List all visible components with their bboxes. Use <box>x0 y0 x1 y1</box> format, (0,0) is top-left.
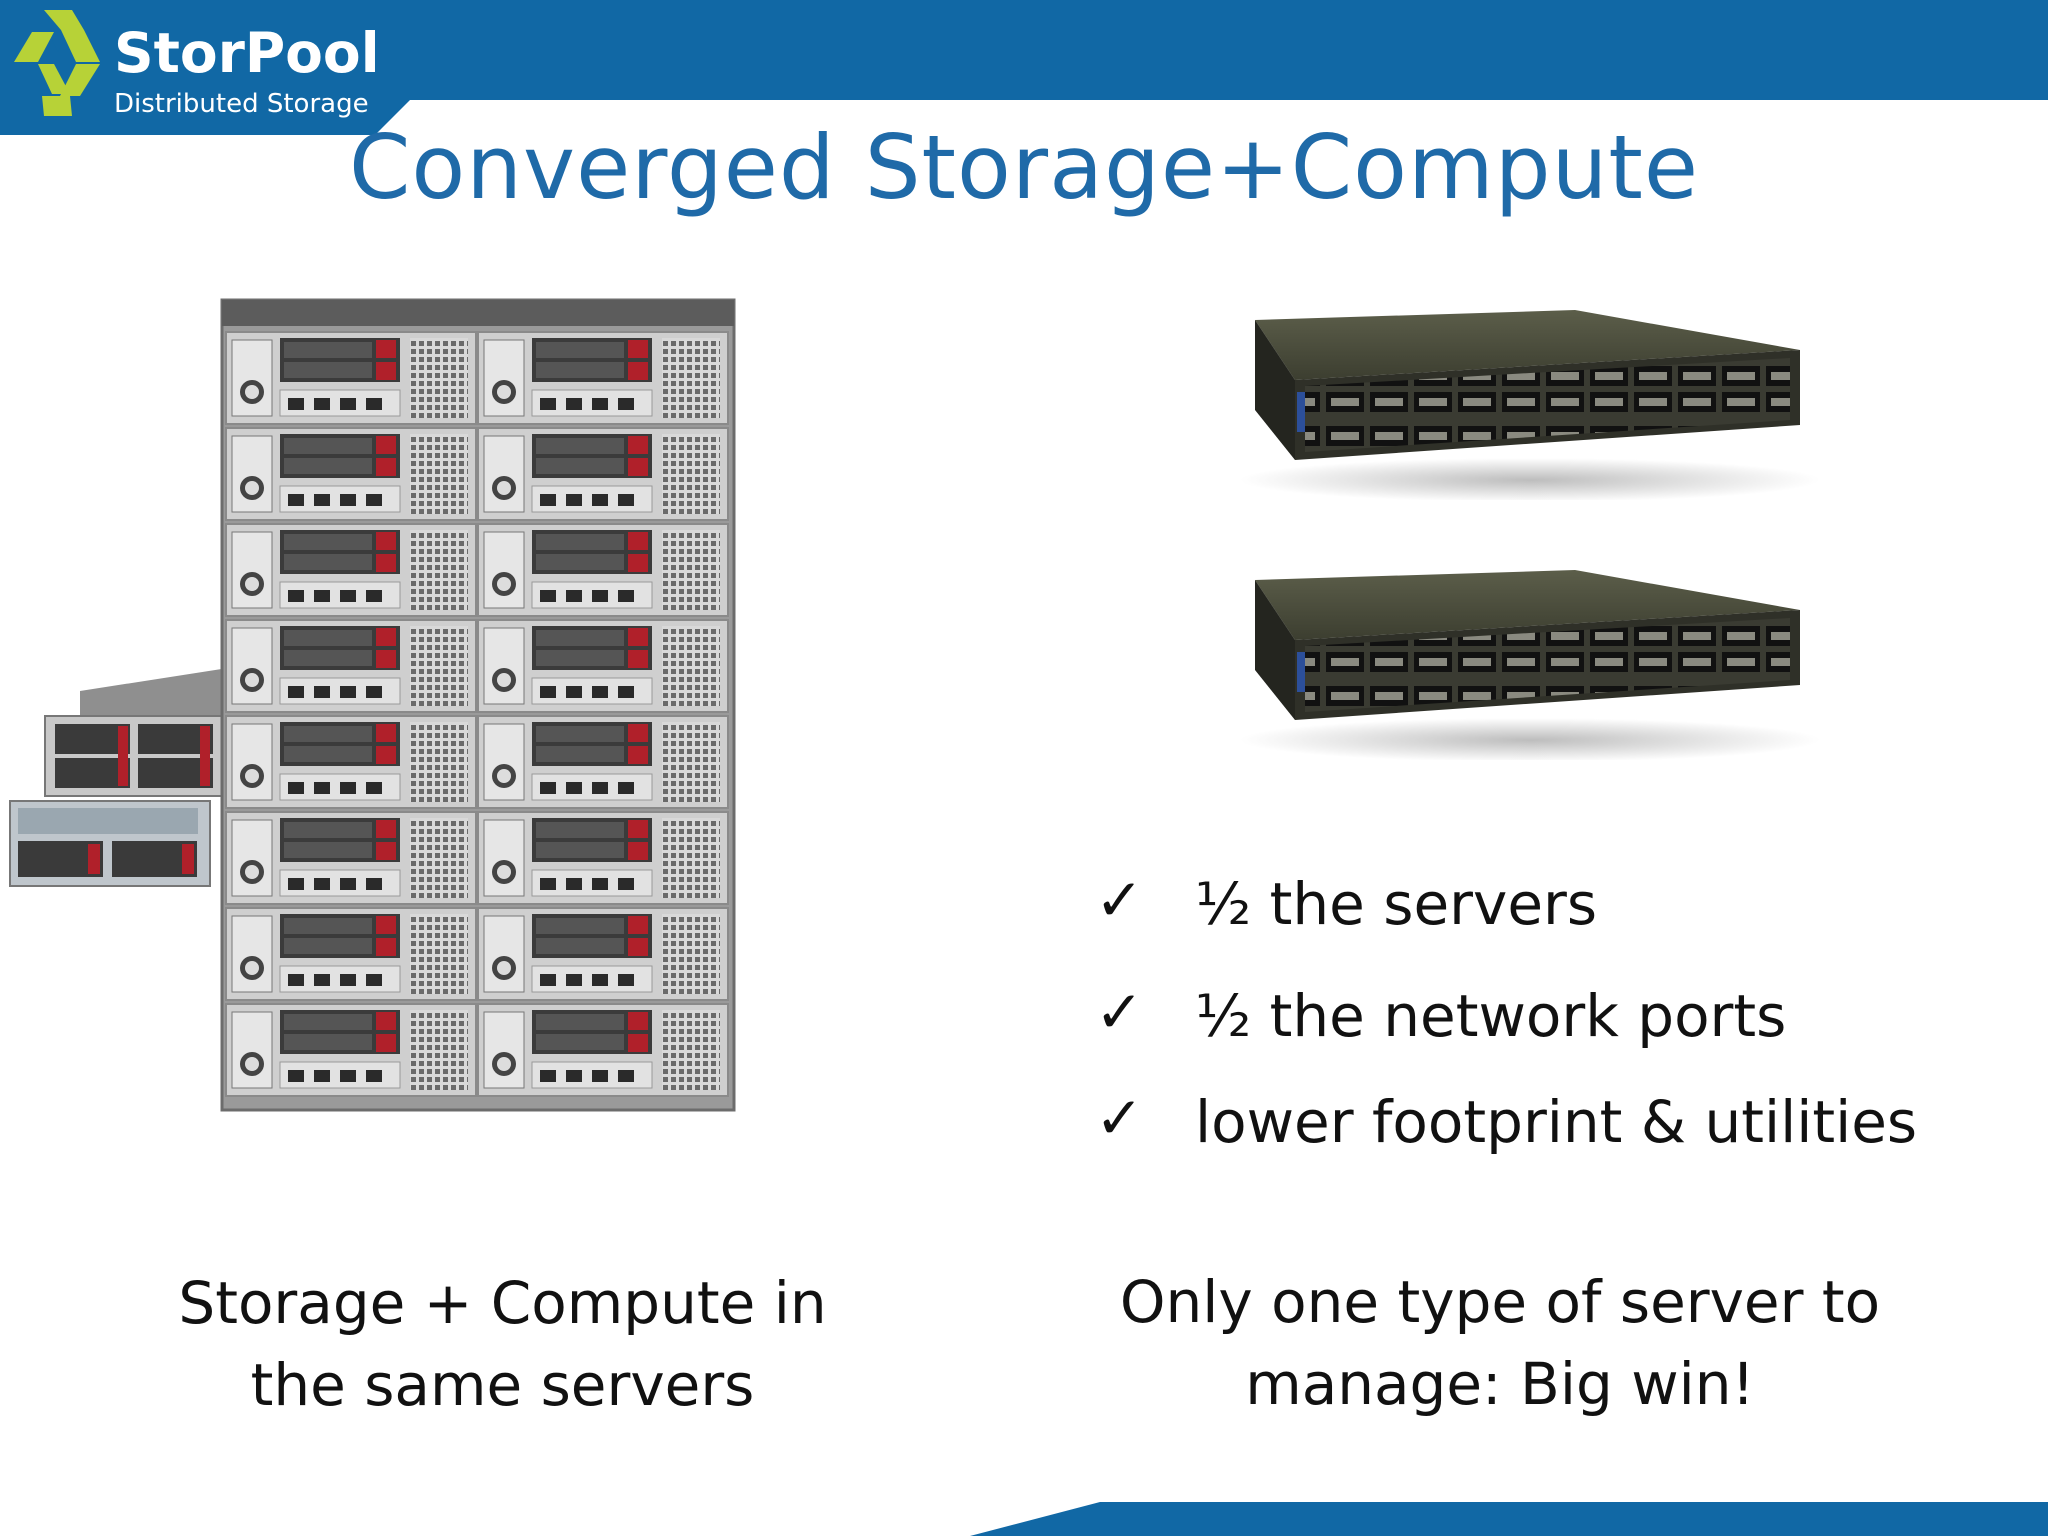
benefit-text: ½ the network ports <box>1195 982 1787 1050</box>
benefit-item: ✓ lower footprint & utilities <box>1095 1083 1995 1163</box>
benefit-item: ✓ ½ the servers <box>1095 865 1995 945</box>
caption-left: Storage + Compute in the same servers <box>120 1262 885 1426</box>
caption-right-line-1: Only one type of server to <box>1119 1268 1881 1336</box>
caption-left-line-1: Storage + Compute in <box>178 1269 827 1337</box>
brand-name: StorPool <box>114 21 380 85</box>
bottom-accent-bar <box>970 1502 2048 1536</box>
network-switch-image <box>1240 570 1820 760</box>
checkmark-icon: ✓ <box>1095 978 1144 1046</box>
caption-right-line-2: manage: Big win! <box>1245 1350 1755 1418</box>
caption-right: Only one type of server to manage: Big w… <box>1090 1261 1910 1425</box>
benefit-item: ✓ ½ the network ports <box>1095 977 1995 1057</box>
slide-title: Converged Storage+Compute <box>348 116 1700 219</box>
server-stack-image <box>9 298 736 1112</box>
top-banner <box>0 0 2048 135</box>
checkmark-icon: ✓ <box>1095 866 1144 934</box>
benefit-text: lower footprint & utilities <box>1195 1088 1918 1156</box>
brand-tagline: Distributed Storage <box>114 89 369 119</box>
network-switch-image <box>1240 310 1820 500</box>
storpool-logo-icon <box>14 10 100 116</box>
checkmark-icon: ✓ <box>1095 1084 1144 1152</box>
caption-left-line-2: the same servers <box>250 1351 755 1419</box>
benefit-text: ½ the servers <box>1195 870 1598 938</box>
